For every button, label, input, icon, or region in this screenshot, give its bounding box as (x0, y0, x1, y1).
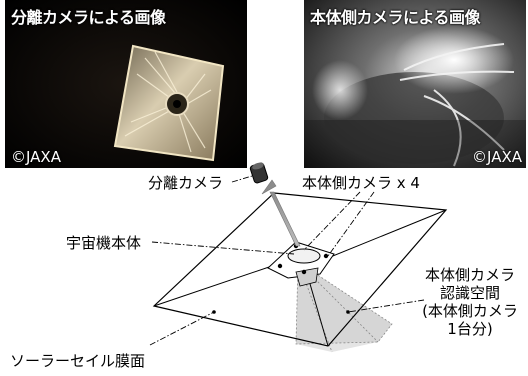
body-camera-photo: 本体側カメラによる画像 ©JAXA (304, 0, 526, 168)
left-photo-credit: ©JAXA (11, 148, 61, 166)
separation-camera-icon (249, 162, 269, 184)
camera-view-space-label: 本体側カメラ 認識空間 (本体側カメラ 1台分) (412, 266, 528, 338)
camera-view-volume (295, 261, 393, 353)
separation-camera-photo: 分離カメラによる画像 ©JAXA (5, 0, 247, 168)
leader-lines (149, 175, 425, 346)
left-photo-title: 分離カメラによる画像 (11, 8, 166, 27)
spacecraft-body (267, 241, 335, 287)
separation-arrow (261, 179, 301, 247)
separation-camera-label: 分離カメラ (148, 174, 224, 192)
sail-from-outside-image (5, 0, 247, 168)
sail-membrane-label: ソーラーセイル膜面 (10, 352, 146, 370)
right-photo-title: 本体側カメラによる画像 (310, 8, 481, 27)
sail-membrane-outline (152, 192, 448, 347)
sail-from-body-image (304, 0, 526, 168)
camera-view-space-line-2: 認識空間 (439, 284, 500, 302)
body-camera-4-icon (301, 269, 307, 275)
body-camera-2-icon (323, 253, 329, 259)
body-camera-1-icon (277, 263, 283, 269)
body-cameras-label: 本体側カメラ x 4 (302, 174, 420, 192)
camera-view-space-line-1: 本体側カメラ (424, 266, 515, 284)
right-photo-credit: ©JAXA (472, 148, 522, 166)
camera-view-space-line-4: 1台分) (447, 320, 493, 338)
camera-view-space-line-3: (本体側カメラ (422, 302, 518, 320)
spacecraft-body-label: 宇宙機本体 (66, 234, 142, 252)
